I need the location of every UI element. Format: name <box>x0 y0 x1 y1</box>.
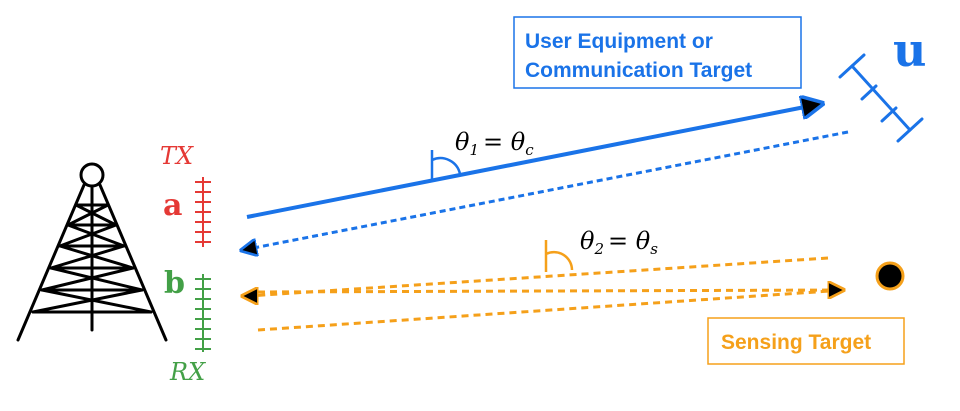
ue-symbol: u <box>893 23 926 77</box>
sensing-outgoing-beam <box>257 290 842 292</box>
comm-downlink-beam <box>246 104 820 219</box>
comm-echo-beam <box>243 130 849 250</box>
theta2-angle-marker <box>544 240 574 272</box>
sensing-upper-line <box>247 256 829 298</box>
sensing-label-box <box>707 317 905 365</box>
target-dot-icon <box>875 261 905 291</box>
rx-array-label: b <box>164 266 185 301</box>
theta1-label: θ1= θc <box>455 128 534 159</box>
tx-label: TX <box>160 142 194 170</box>
tx-array-icon <box>195 177 211 247</box>
tx-array-label: a <box>163 188 182 223</box>
ue-label-box <box>513 16 802 89</box>
rx-array-icon <box>195 274 211 352</box>
theta1-angle-marker <box>430 150 462 181</box>
theta2-label: θ2= θs <box>580 227 658 258</box>
antenna-tower-icon <box>16 162 168 342</box>
ue-label-line1: User Equipment or <box>525 30 713 53</box>
sensing-label: Sensing Target <box>721 331 871 354</box>
rx-label: RX <box>169 358 206 386</box>
ue-label-line2: Communication Target <box>525 59 752 82</box>
ue-antenna-icon <box>838 53 924 143</box>
